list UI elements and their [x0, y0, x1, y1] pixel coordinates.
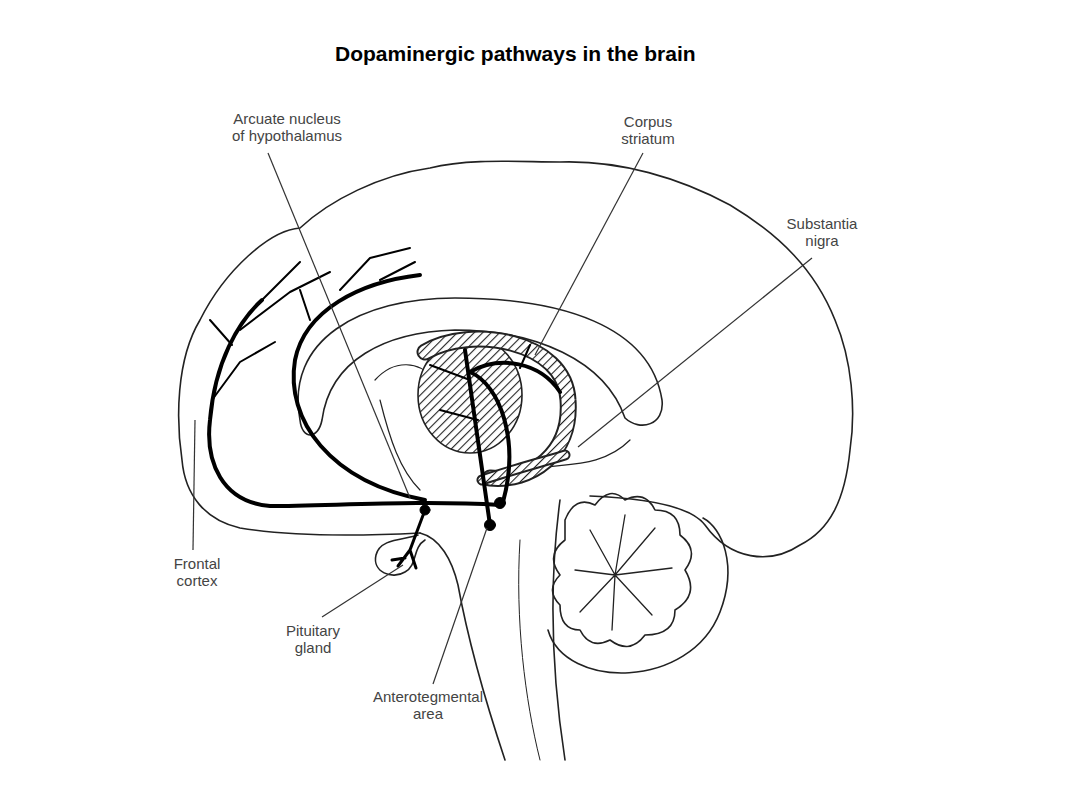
- pathway-branch: [300, 248, 415, 320]
- brainstem-line: [519, 540, 540, 760]
- leader-line: [535, 153, 643, 355]
- pituitary-outline: [375, 535, 425, 575]
- part-label: Pituitary gland: [277, 622, 349, 656]
- leader-line: [322, 565, 403, 617]
- pathway-branch: [210, 262, 330, 400]
- brainstem-outline: [553, 500, 565, 760]
- brainstem-outline: [420, 533, 505, 760]
- part-label: Substantia nigra: [776, 215, 868, 249]
- cerebellum-membrane: [548, 518, 728, 673]
- substantia-nigra: [482, 455, 565, 480]
- ventricle-line: [380, 400, 420, 490]
- pathway-branch: [430, 345, 530, 420]
- tuberoinfundibular-pathway: [392, 510, 425, 568]
- cerebellum: [553, 494, 692, 647]
- nucleus-dot: [495, 498, 506, 509]
- leader-line: [268, 153, 410, 498]
- diagram-title: Dopaminergic pathways in the brain: [335, 42, 696, 66]
- nucleus-dot: [420, 505, 430, 515]
- leader-line: [578, 258, 812, 447]
- mesolimbic-pathway: [294, 275, 425, 500]
- cerebrum-outline: [179, 161, 853, 556]
- part-label: Frontal cortex: [162, 555, 232, 589]
- substantia-nigra: [482, 455, 565, 480]
- nigrostriatal-pathway: [470, 363, 560, 502]
- part-label: Arcuate nucleus of hypothalamus: [226, 110, 348, 144]
- leader-line: [193, 420, 195, 550]
- cerebellum-folia: [575, 515, 672, 630]
- part-label: Anterotegmental area: [362, 688, 494, 722]
- leader-line: [433, 528, 487, 684]
- part-label: Corpus striatum: [608, 113, 688, 147]
